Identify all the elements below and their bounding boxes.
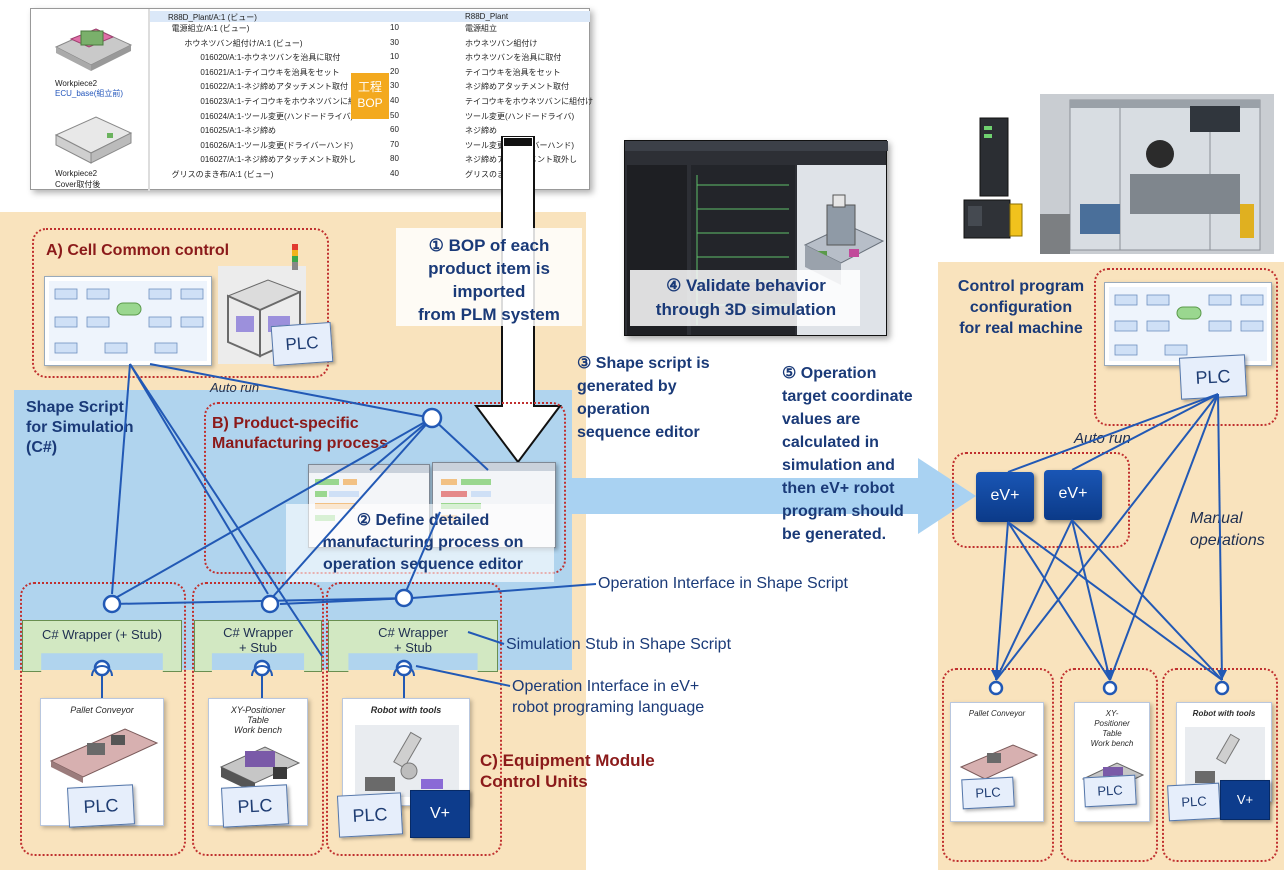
- bop-row-number: 30: [390, 81, 399, 91]
- plc-hardware-image: [960, 114, 1026, 244]
- step2-label: ② Define detailed manufacturing process …: [322, 512, 524, 573]
- step3-label: ③ Shape script is generated by operation…: [577, 355, 710, 441]
- real-machine-photo: [1040, 94, 1274, 254]
- bop-row-number: 10: [390, 23, 399, 32]
- robot-with-tools-image: [355, 725, 459, 797]
- bop-row-description: テイコウキを治具をセット: [465, 67, 561, 77]
- robot-with-tools-label: Robot with tools: [370, 705, 442, 715]
- bop-root-label: R88D_Plant/A:1 (ビュー): [168, 13, 257, 22]
- step1-text-backdrop: [396, 228, 582, 326]
- bop-row-name: グリスのまき布/A:1 (ビュー): [171, 170, 274, 179]
- workpiece2-sublabel: Cover取付後: [55, 180, 101, 189]
- pallet-conveyor-image: [49, 728, 159, 783]
- workpiece2-label: Workpiece2: [55, 169, 98, 178]
- op-interface-shape-callout: Operation Interface in Shape Script: [598, 575, 848, 592]
- workpiece1-sublabel: ECU_base(組立前): [55, 89, 124, 98]
- ev-plus-block-1: eV+: [976, 472, 1034, 522]
- bop-screenshot: Workpiece2 ECU_base(組立前) Workpiece2 Cove…: [30, 8, 594, 191]
- workpiece1-label: Workpiece2: [55, 79, 98, 88]
- right-robot-label: Robot with tools: [1192, 709, 1256, 718]
- right-flow-image: [1104, 282, 1272, 366]
- conveyor-plc-badge: PLC: [66, 784, 136, 828]
- equipment-box-1: [20, 582, 186, 856]
- bop-row-name: 016022/A:1-ネジ締めアタッチメント取付: [200, 82, 348, 92]
- bop-row-description: ネジ締めアタッチメント取付: [465, 82, 569, 92]
- left-auto-run-label: Auto run: [210, 380, 260, 395]
- bop-row-description: 電源組立: [465, 24, 497, 33]
- bop-row-name: 016020/A:1-ホウネツバンを治具に取付: [200, 53, 341, 63]
- workpiece1-image: [54, 28, 133, 71]
- equipment-title: C) Equipment Module Control Units: [480, 751, 655, 791]
- step4-text-backdrop: [630, 270, 860, 326]
- bop-row-number: 10: [390, 52, 399, 62]
- bop-row-number: 40: [390, 169, 399, 178]
- bop-row-description: ホウネツバン組付け: [465, 38, 538, 48]
- manual-operations-label: Manual operations: [1190, 510, 1265, 549]
- cell-common-plc-badge: PLC: [270, 321, 334, 367]
- cell-machine-drawing: [226, 279, 302, 358]
- right-auto-run-label: Auto run: [1074, 430, 1131, 447]
- bop-row-name: 016023/A:1-テイコウキをホウネツバンに組付け: [200, 97, 373, 106]
- pallet-conveyor-label: Pallet Conveyor: [70, 705, 134, 715]
- robot-vplus-badge: V+: [410, 790, 470, 838]
- bop-badge: 工程 BOP: [351, 73, 389, 119]
- robot-with-tools-card: Robot with tools: [342, 698, 470, 806]
- shape-script-title: Shape Script for Simulation (C#): [26, 399, 134, 456]
- bop-row-description: ネジ締め: [465, 126, 497, 136]
- bop-row-number: 20: [390, 66, 399, 76]
- csharp-wrapper-2-label: C# Wrapper + Stub: [223, 625, 293, 655]
- cell-common-title: A) Cell Common control: [46, 242, 230, 259]
- right-robot-plc-badge: PLC: [1167, 782, 1221, 822]
- cell-common-flow-image: [44, 276, 212, 366]
- csharp-wrapper-1-label: C# Wrapper (+ Stub): [41, 627, 163, 642]
- generate-right-arrow: [568, 458, 976, 534]
- sim-3d-machine: [803, 194, 885, 285]
- csharp-wrapper-3-label: C# Wrapper + Stub: [378, 625, 448, 655]
- positioner-plc-badge: PLC: [220, 784, 290, 828]
- bop-row-name: ホウネツバン組付け/A:1 (ビュー): [184, 38, 303, 48]
- bop-root-row[interactable]: [150, 11, 590, 22]
- signal-tower-icon: [292, 244, 298, 270]
- bop-row-description: ホウネツバンを治具に取付: [465, 53, 562, 63]
- bop-row-name: 016025/A:1-ネジ締め: [200, 126, 276, 136]
- bop-row-description: グリスのまき布: [465, 170, 521, 179]
- right-robot-vplus-badge: V+: [1220, 780, 1270, 820]
- bop-row-name: 016026/A:1-ツール変更(ドライバーハンド): [200, 140, 353, 150]
- right-conveyor-image: [959, 744, 1039, 780]
- right-flowchart: [1109, 287, 1267, 361]
- bop-row-name: 電源組立/A:1 (ビュー): [171, 24, 250, 33]
- step5-label: ⑤ Operation target coordinate values are…: [782, 365, 913, 543]
- xy-positioner-label: XY-Positioner Table Work bench: [230, 705, 286, 735]
- sim-stub-callout: Simulation Stub in Shape Script: [506, 636, 732, 653]
- bop-row-number: 80: [390, 154, 399, 164]
- bop-row-description: ツール変更(ハンドードライバ): [465, 111, 575, 121]
- right-positioner-label: XY- Positioner Table Work bench: [1090, 709, 1134, 748]
- workpiece2-image: [54, 116, 133, 164]
- bop-row-description: テイコウキをホウネツバンに組付け: [465, 97, 594, 106]
- bop-root-right: R88D_Plant: [465, 12, 509, 21]
- right-title: Control program configuration for real m…: [957, 278, 1085, 337]
- plc-hardware-drawing: [963, 117, 1023, 239]
- bop-row-number: 70: [390, 139, 399, 149]
- cell-common-flowchart: [49, 281, 207, 361]
- sim-titlebar: [625, 141, 888, 151]
- step1-label: ① BOP of each product item is imported f…: [418, 236, 560, 324]
- bop-row-number: 60: [390, 125, 399, 135]
- right-conveyor-label: Pallet Conveyor: [968, 709, 1026, 718]
- right-plc-badge: PLC: [1178, 354, 1248, 400]
- op-interface-ev-callout: Operation Interface in eV+ robot program…: [512, 678, 705, 716]
- step4-label: ④ Validate behavior through 3D simulatio…: [655, 276, 837, 319]
- real-machine-drawing: [1040, 94, 1274, 254]
- bop-row-number: 30: [390, 37, 399, 47]
- robot-plc-badge: PLC: [336, 792, 404, 838]
- right-conveyor-plc-badge: PLC: [961, 776, 1015, 810]
- bop-row-name: 016021/A:1-テイコウキを治具をセット: [200, 67, 340, 77]
- bop-row-number: 40: [390, 96, 399, 105]
- bop-row-name: 016027/A:1-ネジ締めアタッチメント取外し: [200, 155, 356, 165]
- ev-plus-block-2: eV+: [1044, 470, 1102, 520]
- bop-row-name: 016024/A:1-ツール変更(ハンドードライバ): [200, 111, 354, 121]
- right-positioner-plc-badge: PLC: [1083, 774, 1137, 808]
- product-specific-title: B) Product-specific Manufacturing proces…: [212, 415, 389, 452]
- bop-row-number: 50: [390, 110, 399, 120]
